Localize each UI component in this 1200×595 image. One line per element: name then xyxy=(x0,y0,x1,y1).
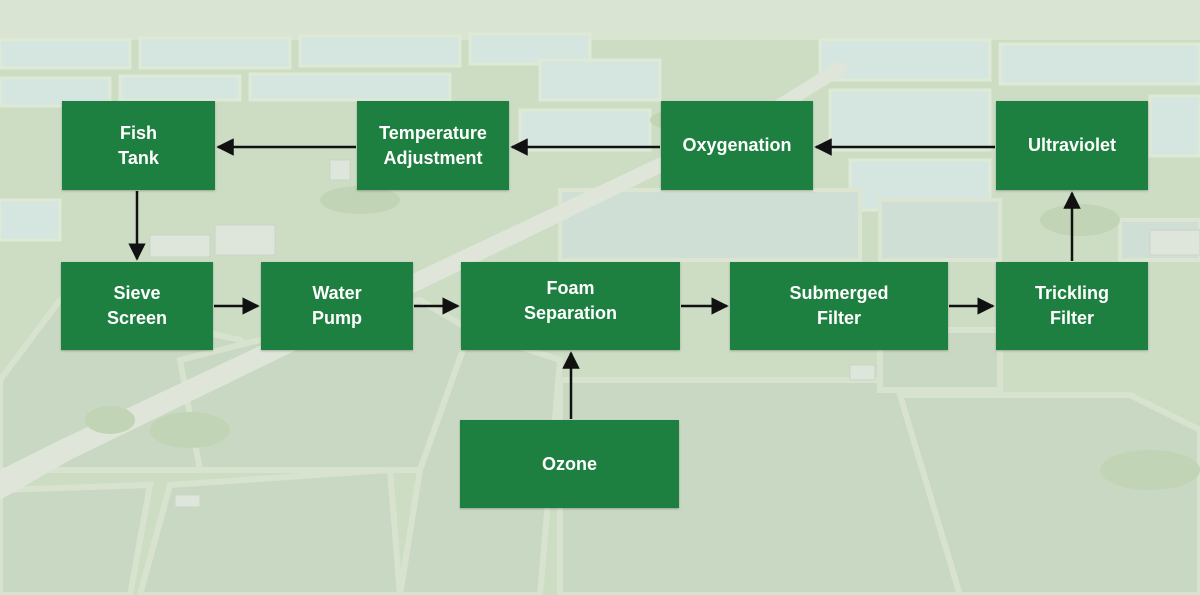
node-label: Ozone xyxy=(541,453,597,474)
node-foam-separation: Foam Separation xyxy=(461,262,680,350)
node-trickling-filter: Trickling Filter xyxy=(996,262,1148,350)
node-label: Fish Tank xyxy=(118,122,159,168)
node-label: Water Pump xyxy=(311,283,362,328)
node-submerged-filter: Submerged Filter xyxy=(730,262,948,350)
node-sieve-screen: Sieve Screen xyxy=(61,262,213,350)
node-ultraviolet: Ultraviolet xyxy=(996,101,1148,190)
node-label: Submerged Filter xyxy=(789,283,889,328)
node-label: Foam Separation xyxy=(523,278,618,323)
node-oxygenation: Oxygenation xyxy=(661,101,813,190)
node-fish-tank: Fish Tank xyxy=(62,101,215,190)
node-water-pump: Water Pump xyxy=(261,262,413,350)
node-label: Temperature Adjustment xyxy=(379,122,487,168)
node-label: Trickling Filter xyxy=(1034,283,1110,328)
node-label: Sieve Screen xyxy=(106,283,168,328)
node-ozone: Ozone xyxy=(460,420,679,508)
node-label: Ultraviolet xyxy=(1027,135,1117,155)
node-temperature-adjustment: Temperature Adjustment xyxy=(357,101,509,190)
node-label: Oxygenation xyxy=(682,135,792,155)
